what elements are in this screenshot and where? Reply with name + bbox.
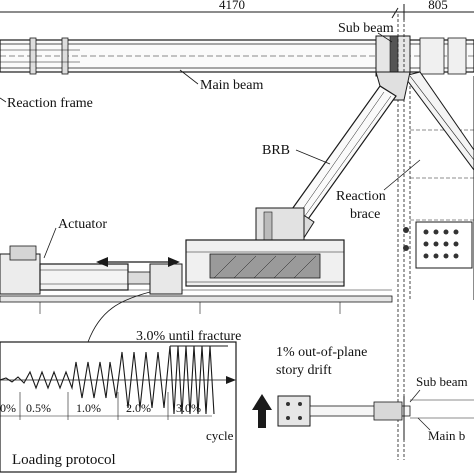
loading-beam: [185, 239, 345, 287]
out-of-plane-label-2: story drift: [276, 363, 332, 378]
main-beam-label: Main beam: [200, 78, 263, 93]
bottom-gusset: [255, 207, 305, 245]
brb-leader: [295, 149, 331, 165]
floor-rail: [0, 289, 393, 314]
actuator-leader: [43, 227, 57, 259]
cycle-label: cycle: [206, 428, 234, 443]
protocol-leader-curve: [87, 291, 151, 343]
reaction-brace-label-2: brace: [350, 207, 380, 222]
out-of-plane-label-1: 1% out-of-plane: [276, 345, 367, 360]
reaction-brace-label-1: Reaction: [336, 189, 386, 204]
out-of-plane-plan-view: [277, 395, 474, 440]
until-fracture-label: 3.0% until fracture: [136, 329, 241, 344]
actuator-label: Actuator: [58, 217, 107, 232]
reaction-brace-leader: [383, 159, 421, 191]
loading-protocol-inset: [0, 341, 237, 473]
protocol-step-4: 3.0%: [176, 401, 201, 415]
dimension-left: 4170: [219, 0, 245, 12]
bolt-column-1: [403, 227, 409, 233]
sub-beam-bottom-label: Sub beam: [416, 374, 468, 389]
sub-beam-label: Sub beam: [338, 21, 394, 36]
sub-beam-leader: [377, 32, 393, 43]
loading-direction-arrow: [96, 257, 180, 267]
reaction-frame-label: Reaction frame: [7, 96, 93, 111]
actuator: [0, 245, 183, 295]
reaction-brace: [403, 71, 474, 171]
main-beam: [0, 35, 474, 77]
protocol-step-0: 0%: [0, 401, 16, 415]
main-beam-bottom-leader: [417, 417, 431, 431]
protocol-step-1: 0.5%: [26, 401, 51, 415]
main-beam-bottom-label: Main b: [428, 428, 465, 443]
dimension-right: 805: [428, 0, 448, 12]
dimension-line: [0, 4, 474, 20]
main-beam-leader: [179, 69, 199, 85]
reaction-frame-leader: [0, 97, 7, 103]
protocol-waveform: [0, 345, 215, 415]
out-of-plane-arrow: [252, 394, 272, 428]
protocol-step-2: 1.0%: [76, 401, 101, 415]
protocol-step-3: 2.0%: [126, 401, 151, 415]
loading-protocol-title: Loading protocol: [12, 452, 116, 468]
reaction-frame-column: [397, 14, 474, 460]
bolt-plate: [415, 221, 473, 269]
bolt-column-2: [403, 245, 409, 251]
sub-beam-bottom-leader: [409, 389, 421, 403]
brb-label: BRB: [262, 143, 290, 158]
